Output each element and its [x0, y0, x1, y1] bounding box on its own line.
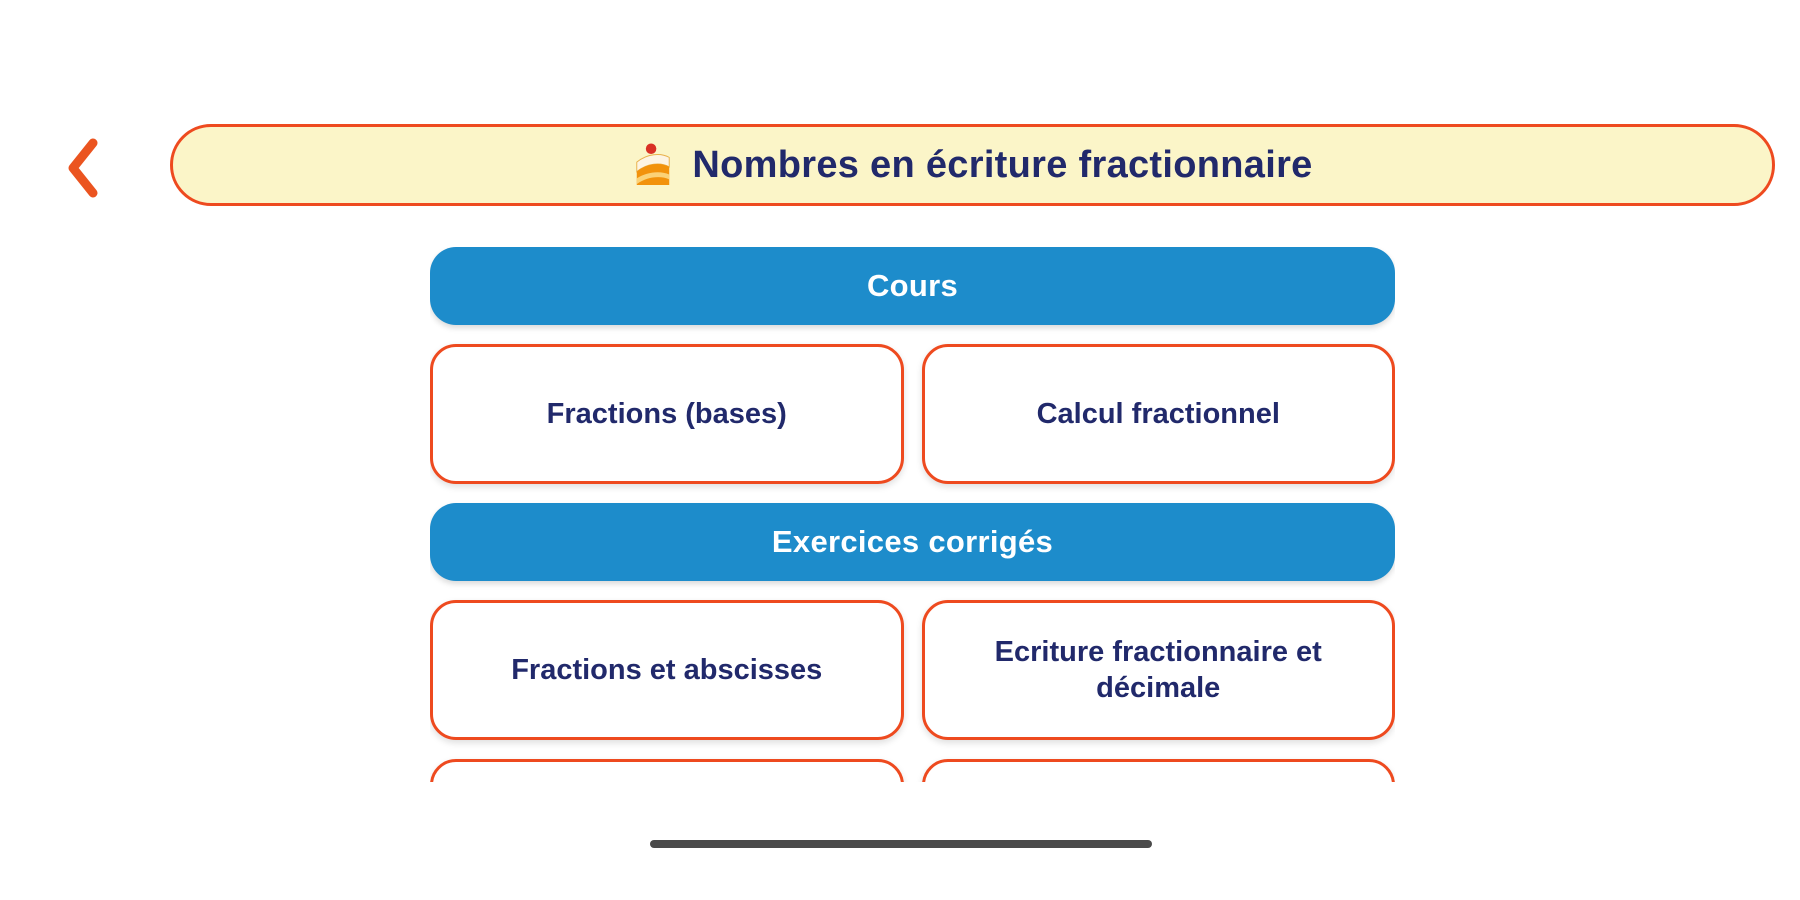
section-header-exercices-label: Exercices corrigés: [771, 524, 1054, 559]
chapter-title-banner: Nombres en écriture fractionnaire: [170, 124, 1775, 206]
card-calcul-fractionnel[interactable]: Calcul fractionnel: [921, 344, 1395, 484]
section-header-cours: Cours: [430, 247, 1395, 325]
card-label: Calcul fractionnel: [1036, 397, 1280, 430]
page-title: Nombres en écriture fractionnaire: [692, 143, 1313, 186]
card-row-cours: Fractions (bases) Calcul fractionnel: [430, 344, 1395, 484]
card-row-partial: [430, 759, 1395, 782]
cake-slice-icon: [632, 142, 674, 188]
card-label: Fractions et abscisses: [511, 653, 823, 686]
card-partial-left[interactable]: [430, 759, 904, 782]
section-header-cours-label: Cours: [866, 268, 959, 303]
card-fractions-bases[interactable]: Fractions (bases): [430, 344, 904, 484]
back-button[interactable]: [52, 134, 112, 202]
gesture-bar[interactable]: [650, 840, 1152, 848]
content-area: Cours Fractions (bases) Calcul fractionn…: [430, 247, 1395, 782]
card-ecriture-fractionnaire-decimale[interactable]: Ecriture fractionnaire et décimale: [921, 600, 1395, 740]
card-label: Ecriture fractionnaire et décimale: [994, 635, 1322, 704]
chevron-left-icon: [64, 138, 100, 198]
card-fractions-abscisses[interactable]: Fractions et abscisses: [430, 600, 904, 740]
card-label: Fractions (bases): [546, 397, 787, 430]
card-partial-right[interactable]: [921, 759, 1395, 782]
section-header-exercices: Exercices corrigés: [430, 503, 1395, 581]
card-row-exercices: Fractions et abscisses Ecriture fraction…: [430, 600, 1395, 740]
